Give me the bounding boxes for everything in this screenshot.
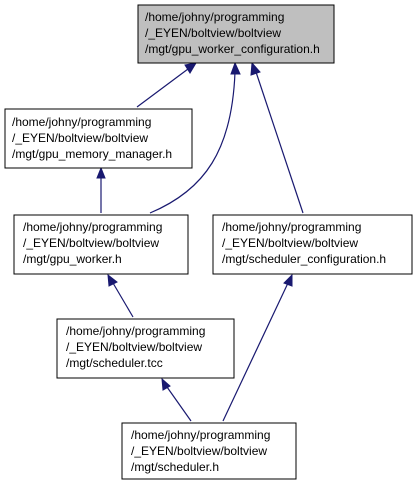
edges [96,61,304,422]
edge-scheduler-configuration-to-gpu-worker-configuration [255,71,304,214]
edge-arrowhead [283,273,293,287]
edge-scheduler-h-to-scheduler-tcc [166,386,192,422]
node-box [4,108,193,169]
node-label-line-1: /home/johny/programming [23,220,162,234]
edge-arrowhead [230,61,241,75]
node-label-line-1: /home/johny/programming [131,428,270,442]
node-box [212,214,413,275]
node-label-line-3: /mgt/scheduler_configuration.h [222,252,386,266]
node-label-line-1: /home/johny/programming [145,10,284,24]
node-label-line-2: /_EYEN/boltview/boltview [23,236,159,250]
node-label-line-3: /mgt/scheduler.h [131,460,219,474]
edge-arrowhead [161,377,171,391]
node-label-line-3: /mgt/gpu_worker.h [23,252,122,266]
node-label-line-1: /home/johny/programming [12,115,151,129]
node-box [121,422,297,480]
node-label-line-3: /mgt/gpu_worker_configuration.h [145,42,320,56]
node-box [56,318,235,379]
node-gpu-memory-manager[interactable]: /home/johny/programming /_EYEN/boltview/… [4,108,193,169]
edge-arrowhead [250,61,261,76]
node-scheduler-configuration[interactable]: /home/johny/programming /_EYEN/boltview/… [212,214,413,275]
edge-arrowhead [107,273,118,287]
edge-arrowhead [184,62,197,74]
node-gpu-worker[interactable]: /home/johny/programming /_EYEN/boltview/… [13,214,189,275]
node-label-line-1: /home/johny/programming [222,220,361,234]
node-label-line-2: /_EYEN/boltview/boltview [131,444,267,458]
node-scheduler-tcc[interactable]: /home/johny/programming /_EYEN/boltview/… [56,318,235,379]
node-box [13,214,189,275]
edge-scheduler-h-to-scheduler-configuration [222,282,289,422]
node-label-line-2: /_EYEN/boltview/boltview [12,131,148,145]
edge-arrowhead [96,166,106,179]
edge-gpu-memory-manager-to-gpu-worker-configuration [136,68,189,108]
node-label-line-3: /mgt/scheduler.tcc [66,356,163,370]
node-scheduler-h[interactable]: /home/johny/programming /_EYEN/boltview/… [121,422,297,480]
edge-scheduler-tcc-to-gpu-worker [112,282,134,318]
node-label-line-2: /_EYEN/boltview/boltview [145,26,281,40]
node-label-line-2: /_EYEN/boltview/boltview [66,340,202,354]
node-label-line-1: /home/johny/programming [66,324,205,338]
node-gpu-worker-configuration[interactable]: /home/johny/programming /_EYEN/boltview/… [137,4,335,64]
node-label-line-2: /_EYEN/boltview/boltview [222,236,358,250]
edge-gpu-worker-to-gpu-worker-configuration [149,71,236,214]
node-box [137,4,335,64]
node-label-line-3: /mgt/gpu_memory_manager.h [12,147,172,161]
